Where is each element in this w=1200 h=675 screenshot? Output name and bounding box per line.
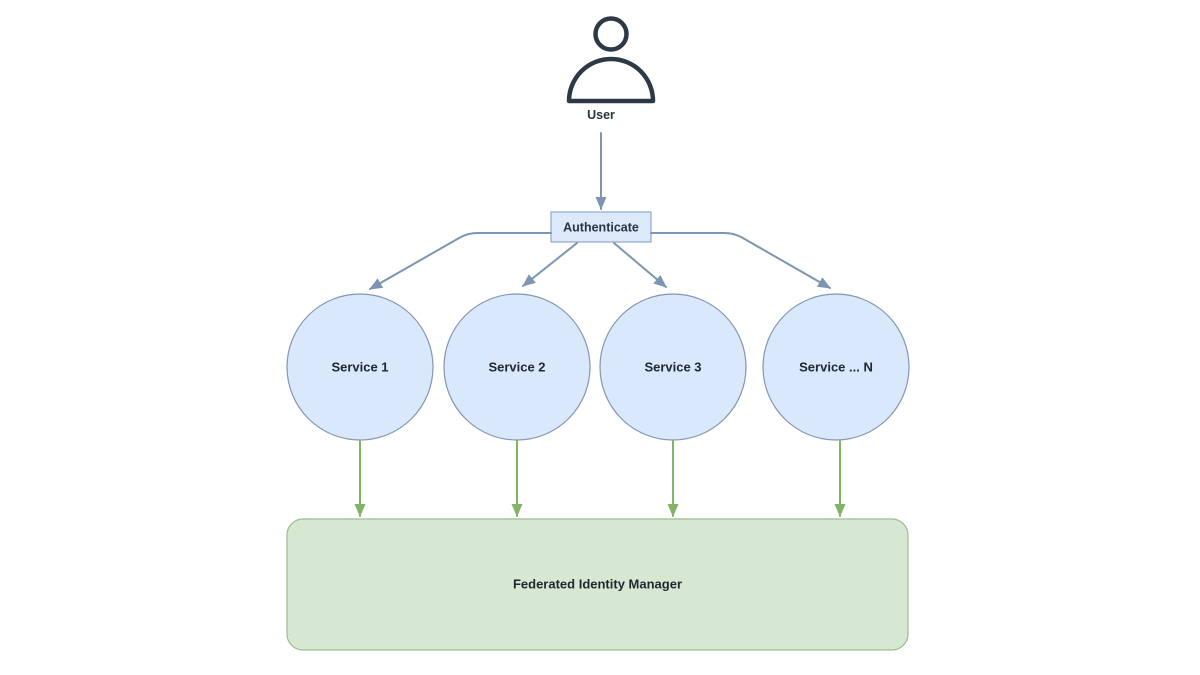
authenticate-node: Authenticate [550,211,652,243]
person-icon-head [593,16,629,52]
service-node-n: Service ... N [762,293,910,441]
edge-authenticate-to-service-2 [522,242,578,287]
service-label-2: Service 2 [488,360,545,375]
service-circle-n [762,293,910,441]
edge-authenticate-to-service-3 [613,242,667,288]
manager-node: Federated Identity Manager [286,518,909,651]
service-label-1: Service 1 [331,360,388,375]
edge-authenticate-to-service-1 [369,232,552,290]
service-node-3: Service 3 [599,293,747,441]
service-node-2: Service 2 [443,293,591,441]
authenticate-label: Authenticate [563,221,639,235]
edge-authenticate-to-service-n [650,232,831,289]
service-label-3: Service 3 [644,360,701,375]
person-icon-body [566,56,656,104]
authenticate-box [550,211,652,243]
user-label: User [587,108,615,122]
user-node: User [566,16,656,122]
service-label-n: Service ... N [799,360,873,375]
federated-identity-manager-box [286,518,909,651]
service-node-1: Service 1 [286,293,434,441]
federated-identity-manager-label: Federated Identity Manager [513,577,682,592]
